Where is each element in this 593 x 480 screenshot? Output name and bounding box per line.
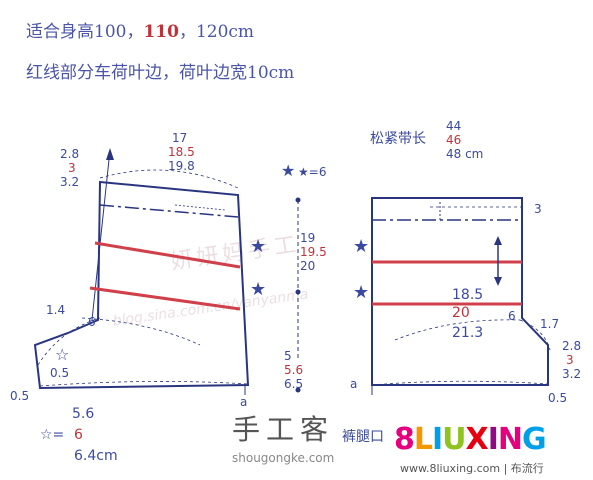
front-piece-outline xyxy=(33,180,250,390)
front-top-size-3: 19.8 xyxy=(168,159,195,173)
front-top-arrow xyxy=(174,204,226,211)
center-star: ★ xyxy=(281,161,295,180)
front-star-size-3: 6.4cm xyxy=(74,448,118,464)
back-crotch-size-1: 6 xyxy=(508,309,516,323)
back-hip-curve xyxy=(394,319,521,341)
back-right-size-2: 3 xyxy=(566,353,574,367)
front-bottom-a: a xyxy=(240,395,248,409)
back-star-1: ★ xyxy=(353,236,369,257)
front-top-size-1: 17 xyxy=(172,131,188,145)
front-star-1: ★ xyxy=(250,236,266,257)
center-dot-mid xyxy=(295,289,301,295)
back-hip-size-2: 20 xyxy=(452,305,470,321)
back-crotch-size-2: 1.7 xyxy=(540,317,560,331)
center-dot-top xyxy=(295,197,301,203)
front-left-size-1: 2.8 xyxy=(60,147,80,161)
front-hip-size: 0.5 xyxy=(50,366,70,380)
center-side-size-2: 19.5 xyxy=(300,245,327,259)
front-grain-line xyxy=(91,149,111,321)
back-elastic-size-2: 46 xyxy=(446,133,462,147)
brand-logo-url: www.8liuxing.com | 布流行 xyxy=(400,462,544,475)
site-brand-url: shougongke.com xyxy=(232,451,335,465)
front-grain-arrow xyxy=(106,148,114,160)
front-star-size-2: 6 xyxy=(74,427,83,443)
front-waist-dashline xyxy=(99,204,239,218)
back-top-right: 3 xyxy=(534,202,542,216)
back-hip-size-3: 21.3 xyxy=(452,325,484,341)
front-crotch-size-1: 1.4 xyxy=(46,303,66,317)
back-right-size-3: 3.2 xyxy=(562,367,582,381)
front-crotch-dashcurve xyxy=(37,317,101,366)
front-left-size-3: 3.2 xyxy=(60,175,80,189)
front-ruffle-line-2 xyxy=(89,286,241,311)
center-star-label-text: ★=6 xyxy=(298,165,327,179)
front-hip-curve xyxy=(81,317,201,346)
front-left-size-2: 3 xyxy=(68,161,76,175)
back-elastic-title: 松紧带长 xyxy=(370,131,426,147)
site-brand-cn: 手工客 xyxy=(232,413,335,446)
center-side-size-1: 19 xyxy=(300,231,316,245)
center-bottom-size-2: 5.6 xyxy=(284,363,304,377)
back-star-2: ★ xyxy=(353,282,369,303)
front-star-2: ★ xyxy=(250,279,266,300)
center-bottom-size-3: 6.5 xyxy=(284,377,304,391)
front-star-size-1: 5.6 xyxy=(72,406,95,422)
back-bottom-a: a xyxy=(350,377,358,391)
front-star-symbol: ☆= xyxy=(40,427,65,443)
header-line-2: 红线部分车荷叶边，荷叶边宽10cm xyxy=(26,63,295,83)
header-line-1-prefix: 适合身高100， xyxy=(26,22,144,42)
center-star-label: ★=6 xyxy=(298,166,326,178)
back-leg-label: 裤腿口 xyxy=(342,429,384,445)
front-ruffle-line-1 xyxy=(94,241,241,269)
back-bottom-curve xyxy=(371,380,549,386)
front-crotch-size-2: 6 xyxy=(88,315,96,329)
center-bottom-size-1: 5 xyxy=(284,349,292,363)
front-bottom-curve xyxy=(39,381,249,387)
header-line-1: 适合身高100，110，120cm xyxy=(26,24,254,41)
front-top-size-2: 18.5 xyxy=(168,145,195,159)
back-right-size-1: 2.8 xyxy=(562,339,582,353)
front-bottom-left: 0.5 xyxy=(10,389,30,403)
brand-logo: 8LIUXING xyxy=(394,422,547,457)
center-dot-bot xyxy=(295,387,301,393)
header-line-1-highlight: 110 xyxy=(143,22,179,42)
back-bottom-right: 0.5 xyxy=(548,391,568,405)
front-hollow-star: ☆ xyxy=(55,345,69,364)
back-hip-size-1: 18.5 xyxy=(452,287,484,303)
back-elastic-size-1: 44 xyxy=(446,119,462,133)
header-line-1-suffix: ，120cm xyxy=(178,22,255,42)
back-elastic-size-3: 48 cm xyxy=(446,147,484,161)
center-side-size-3: 20 xyxy=(300,259,316,273)
